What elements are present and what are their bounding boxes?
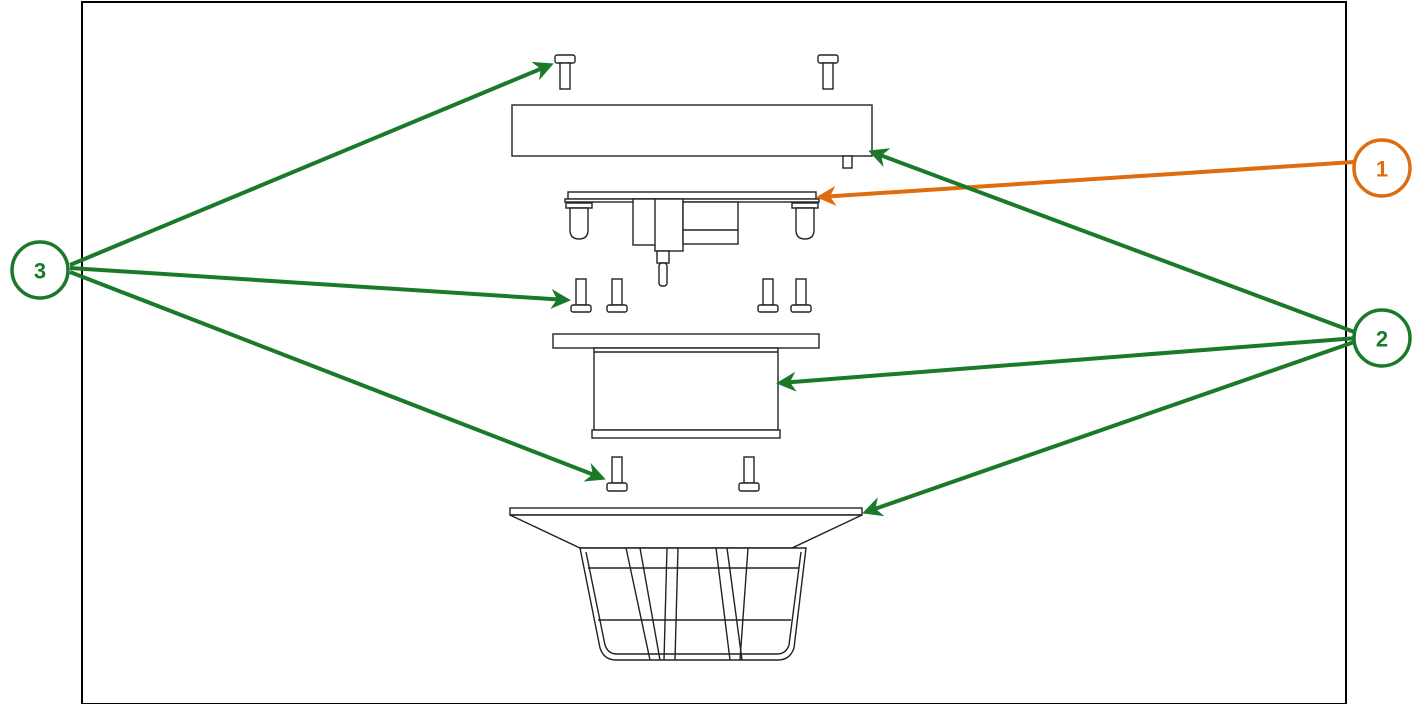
top-screws	[554, 54, 839, 90]
arrow-to-middle-screw	[69, 266, 571, 309]
screw	[554, 54, 576, 90]
sensor-probe	[656, 250, 670, 264]
callout-3-arrows	[69, 61, 606, 482]
callout-2-arrows	[776, 148, 1361, 517]
top-cover	[511, 104, 873, 169]
callout-2: 2	[1352, 308, 1412, 368]
component-block	[632, 198, 658, 246]
arrow-to-top-screw	[69, 61, 554, 267]
callout-1: 1	[1352, 138, 1412, 198]
callout-3: 3	[10, 240, 70, 300]
middle-housing	[552, 333, 820, 439]
arrow-to-circuit-board	[816, 160, 1355, 206]
led-right	[791, 202, 819, 240]
sensor-probe	[658, 262, 668, 287]
figure-frame	[81, 1, 1347, 704]
component-block	[682, 201, 739, 245]
screw	[606, 456, 628, 492]
arrow-to-base-cage	[862, 338, 1361, 517]
base-cage	[509, 507, 863, 661]
lower-screws	[606, 456, 760, 492]
screw	[757, 278, 779, 313]
middle-screws	[570, 278, 812, 313]
circuit-board	[564, 191, 820, 287]
screw	[570, 278, 592, 313]
arrow-to-lower-screw	[69, 270, 606, 482]
callout-1-arrows	[816, 160, 1355, 206]
arrow-to-middle-housing	[776, 336, 1358, 392]
component-block	[654, 198, 684, 252]
callout-2-number: 2	[1376, 327, 1388, 352]
callout-3-number: 3	[34, 259, 46, 284]
arrow-to-top-cover	[868, 148, 1358, 335]
screw	[790, 278, 812, 313]
screw	[817, 54, 839, 90]
led-left	[565, 202, 593, 240]
screw	[606, 278, 628, 313]
screw	[738, 456, 760, 492]
callout-1-number: 1	[1376, 157, 1388, 182]
